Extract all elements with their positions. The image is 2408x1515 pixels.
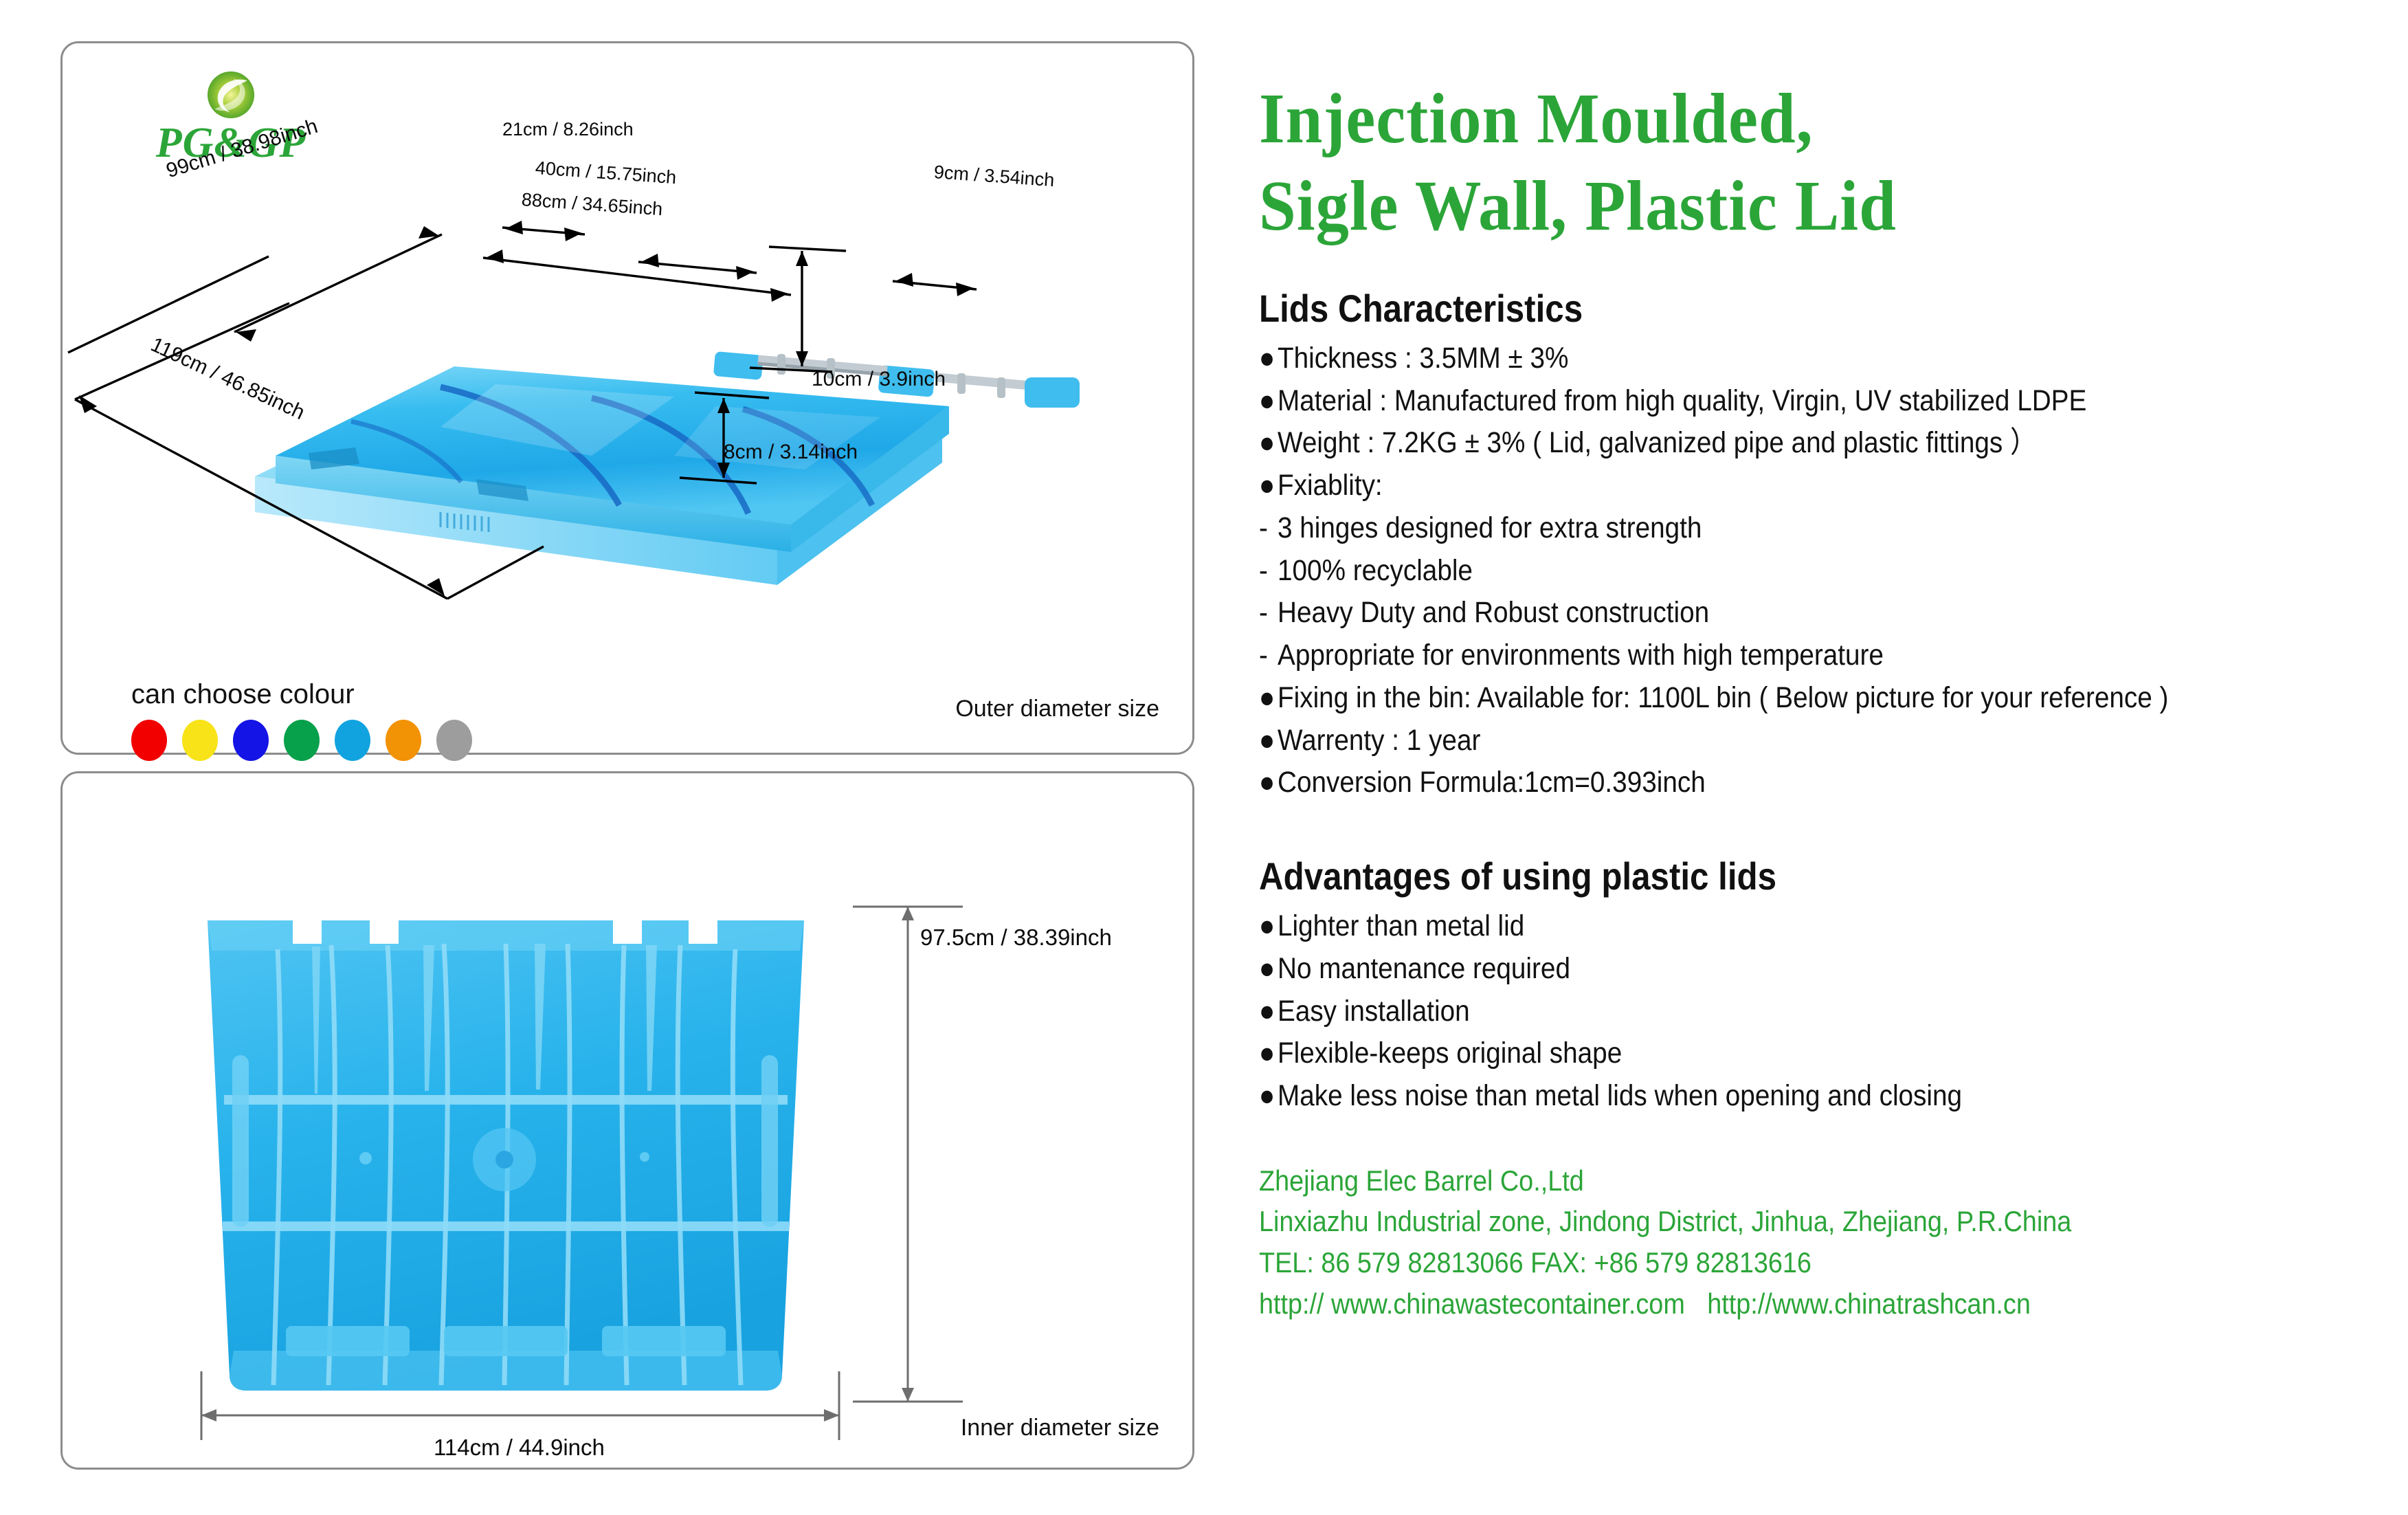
inner-dimension-lines (200, 905, 963, 1440)
advantage-item: ●Make less noise than metal lids when op… (1259, 1076, 2249, 1119)
colour-swatch-yellow[interactable] (182, 720, 218, 761)
dimension-label-21cm: 21cm / 8.26inch (502, 119, 634, 140)
dash-marker: - (1259, 596, 1268, 630)
advantage-text: Lighter than metal lid (1278, 909, 1525, 942)
page-title: Injection Moulded, Sigle Wall, Plastic L… (1259, 76, 2282, 250)
characteristic-text: Thickness : 3.5MM ± 3% (1278, 341, 1569, 375)
advantage-text: No mantenance required (1278, 951, 1570, 985)
right-column: Injection Moulded, Sigle Wall, Plastic L… (1259, 76, 2359, 1324)
inner-diameter-caption: Inner diameter size (960, 1415, 1159, 1441)
colour-chooser-label: can choose colour (131, 679, 355, 709)
dimension-label-114cm: 114cm / 44.9inch (434, 1435, 605, 1460)
company-name: Zhejiang Elec Barrel Co.,Ltd (1259, 1164, 1584, 1197)
lid-perspective-photo: 99cm / 38.98inch 119cm / 46.85inch 21cm … (67, 115, 1093, 676)
advantage-text: Make less noise than metal lids when ope… (1278, 1079, 1963, 1112)
outer-diameter-panel: PG&GP (60, 41, 1194, 761)
colour-swatch-gray[interactable] (436, 720, 472, 761)
bullet-marker: ● (1259, 951, 1275, 985)
characteristics-list: ●Thickness : 3.5MM ± 3% ●Material : Manu… (1259, 339, 2359, 806)
characteristic-text: 3 hinges designed for extra strength (1278, 511, 1702, 544)
characteristics-heading: Lids Characteristics (1259, 286, 1583, 330)
characteristic-item: ●Warrenty : 1 year (1259, 721, 2249, 764)
company-phone-fax: TEL: 86 579 82813066 FAX: +86 579 828136… (1259, 1246, 1811, 1279)
characteristic-item: -100% recyclable (1259, 551, 2249, 594)
colour-swatch-orange[interactable] (386, 720, 421, 761)
colour-swatch-green[interactable] (284, 720, 320, 761)
characteristic-text: Fixing in the bin: Available for: 1100L … (1278, 681, 2169, 714)
contact-block: Zhejiang Elec Barrel Co.,Ltd Linxiazhu I… (1259, 1160, 2359, 1325)
leaf-swirl-emblem-icon (205, 69, 256, 120)
advantage-item: ●Lighter than metal lid (1259, 907, 2249, 949)
advantage-text: Flexible-keeps original shape (1278, 1037, 1623, 1070)
advantage-item: ●Easy installation (1259, 992, 2249, 1035)
advantages-list: ●Lighter than metal lid ●No mantenance r… (1259, 907, 2359, 1119)
characteristic-text: 100% recyclable (1278, 553, 1473, 587)
bullet-marker: ● (1259, 426, 1275, 460)
bullet-marker: ● (1259, 994, 1275, 1028)
characteristic-text: Appropriate for environments with high t… (1278, 639, 1884, 672)
characteristic-text: Conversion Formula:1cm=0.393inch (1278, 766, 1706, 799)
characteristic-item: ●Thickness : 3.5MM ± 3% (1259, 339, 2249, 381)
characteristic-item: ●Weight : 7.2KG ± 3% ( Lid, galvanized p… (1259, 423, 2249, 466)
advantage-text: Easy installation (1278, 994, 1470, 1028)
characteristic-text: Fxiablity: (1278, 469, 1383, 502)
dash-marker: - (1259, 639, 1268, 672)
characteristic-item: ●Fxiablity: (1259, 466, 2249, 509)
bullet-marker: ● (1259, 1079, 1275, 1112)
colour-swatch-red[interactable] (131, 720, 167, 761)
characteristic-item: -Heavy Duty and Robust construction (1259, 593, 2249, 636)
bullet-marker: ● (1259, 1037, 1275, 1070)
characteristic-item: -Appropriate for environments with high … (1259, 636, 2249, 678)
left-column: PG&GP (60, 41, 1194, 1470)
colour-swatch-blue[interactable] (233, 720, 269, 761)
advantage-item: ●Flexible-keeps original shape (1259, 1034, 2249, 1076)
lid-underside-photo (197, 911, 815, 1392)
website-link-1[interactable]: http:// www.chinawastecontainer.com (1259, 1287, 1685, 1320)
title-line-2: Sigle Wall, Plastic Lid (1259, 166, 1897, 245)
bullet-marker: ● (1259, 469, 1275, 502)
characteristic-item: -3 hinges designed for extra strength (1259, 509, 2249, 551)
bullet-marker: ● (1259, 681, 1275, 714)
characteristic-text: Material : Manufactured from high qualit… (1278, 384, 2087, 417)
dimension-label-10cm: 10cm / 3.9inch (812, 368, 946, 390)
dimension-label-8cm: 8cm / 3.14inch (724, 441, 858, 463)
bullet-marker: ● (1259, 341, 1275, 375)
title-line-1: Injection Moulded, (1259, 79, 1814, 158)
company-logo: PG&GP (100, 69, 361, 164)
company-address: Linxiazhu Industrial zone, Jindong Distr… (1259, 1205, 2072, 1238)
characteristic-text: Warrenty : 1 year (1278, 723, 1481, 757)
website-link-2[interactable]: http://www.chinatrashcan.cn (1707, 1287, 2031, 1320)
bullet-marker: ● (1259, 723, 1275, 757)
colour-chooser: can choose colour (131, 679, 472, 761)
characteristic-text: Heavy Duty and Robust construction (1278, 596, 1710, 630)
logo-text: PG&GP (155, 120, 306, 166)
colour-swatch-row (131, 720, 472, 761)
characteristic-item: ●Conversion Formula:1cm=0.393inch (1259, 763, 2249, 806)
characteristic-item: ●Material : Manufactured from high quali… (1259, 381, 2249, 424)
company-websites: http:// www.chinawastecontainer.com http:… (1259, 1283, 2249, 1325)
outer-diameter-caption: Outer diameter size (955, 696, 1159, 722)
inner-diameter-panel: 97.5cm / 38.39inch 114cm / 44.9inch Inne… (60, 771, 1194, 1470)
advantage-item: ●No mantenance required (1259, 949, 2249, 992)
bullet-marker: ● (1259, 766, 1275, 799)
advantages-heading: Advantages of using plastic lids (1259, 854, 1777, 898)
colour-swatch-light-blue[interactable] (335, 720, 370, 761)
characteristic-item: ●Fixing in the bin: Available for: 1100L… (1259, 678, 2249, 721)
dimension-label-97-5cm: 97.5cm / 38.39inch (920, 925, 1112, 950)
bullet-marker: ● (1259, 384, 1275, 417)
dash-marker: - (1259, 553, 1268, 587)
dash-marker: - (1259, 511, 1268, 544)
characteristic-text: Weight : 7.2KG ± 3% ( Lid, galvanized pi… (1278, 426, 2037, 460)
bullet-marker: ● (1259, 909, 1275, 942)
